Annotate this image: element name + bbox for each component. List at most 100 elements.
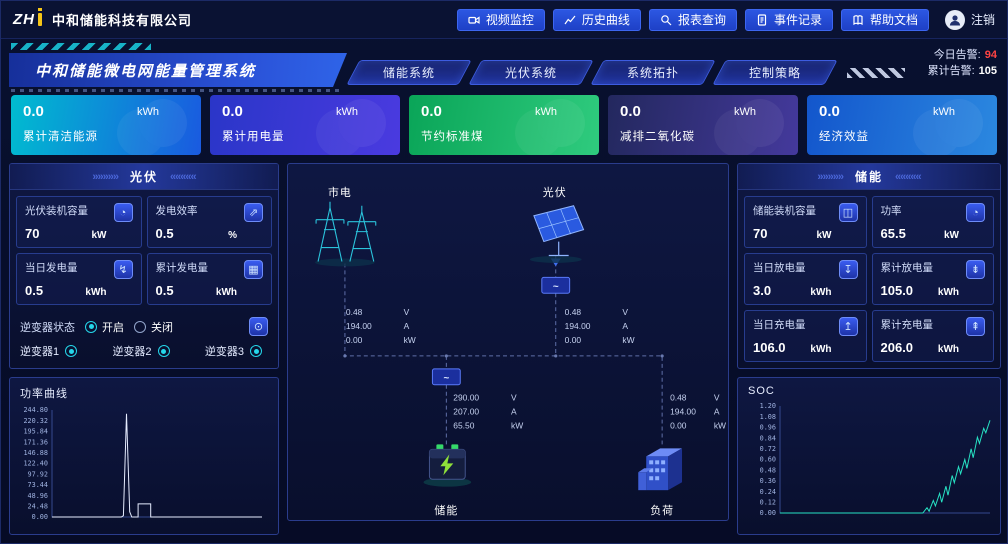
kpi-label: 经济效益 (819, 131, 869, 143)
svg-text:244.80: 244.80 (23, 406, 48, 414)
stat-unit: kWh (810, 344, 832, 355)
stat-unit: kW (816, 230, 832, 241)
svg-text:0.36: 0.36 (760, 477, 776, 485)
event-log-icon (757, 13, 767, 26)
kpi-label: 减排二氧化碳 (620, 131, 695, 143)
topbar-actions: 视频监控 历史曲线 报表查询 事件记录 帮助文档 (456, 8, 929, 31)
load-current: 194.00 (670, 407, 696, 417)
logout-button[interactable]: 注销 (970, 13, 995, 27)
kpi-unit: kWh (734, 105, 756, 118)
stat-unit: kWh (215, 287, 237, 298)
kpi-unit: kWh (535, 105, 557, 118)
svg-text:0.12: 0.12 (760, 499, 776, 507)
video-monitor-button[interactable]: 视频监控 (456, 8, 545, 31)
load-power: 0.00 (670, 421, 687, 431)
grid-power: 0.00 (346, 335, 363, 345)
stat-value: 0.5 (25, 283, 44, 298)
stat-label: 累计放电量 (880, 262, 934, 274)
storage-node-label: 储能 (434, 503, 458, 517)
deco-chevrons-left: »»»»» (92, 170, 119, 183)
inverter-off-radio[interactable]: 关闭 (134, 319, 173, 335)
deco-chevrons-right: ««««« (895, 170, 922, 183)
ac-symbol: ~ (443, 373, 449, 384)
company-logo: ZH (13, 8, 42, 28)
svg-text:48.96: 48.96 (28, 492, 48, 500)
inverter-label: 逆变器1 (20, 346, 60, 358)
icon-glyph: ⇗ (248, 207, 259, 219)
inverter-on-radio[interactable]: 开启 (85, 319, 124, 335)
tab-control-strategy[interactable]: 控制策略 (712, 60, 838, 85)
inverter-status-row: 逆变器状态 开启 关闭 ⊙ (10, 311, 278, 339)
kpi-unit: kWh (336, 105, 358, 118)
svg-text:171.36: 171.36 (23, 438, 48, 446)
grid-node-label: 市电 (328, 185, 352, 199)
report-query-button[interactable]: 报表查询 (648, 8, 737, 31)
kpi-label: 节约标准煤 (421, 131, 484, 143)
kpi-value: 0.0 (222, 103, 243, 120)
soc-chart: 1.201.080.960.840.720.600.480.360.240.12… (760, 402, 991, 517)
radio-label: 开启 (102, 321, 124, 334)
icon-glyph: ◔ (119, 206, 127, 219)
storage-inverter-icon: ~ (431, 368, 461, 386)
stat-label: 发电效率 (155, 205, 198, 217)
svg-text:220.32: 220.32 (23, 417, 48, 425)
tab-label: 光伏系统 (504, 66, 557, 80)
help-doc-button[interactable]: 帮助文档 (840, 8, 929, 31)
svg-text:195.84: 195.84 (23, 428, 48, 436)
stat-value: 0.5 (155, 226, 174, 241)
unit-v: V (511, 393, 517, 403)
pv-efficiency-cell: 发电效率⇗ 0.5% (146, 196, 272, 248)
inverter-status-label: 逆变器状态 (20, 321, 75, 334)
svg-text:0.60: 0.60 (760, 456, 776, 464)
pv-current: 194.00 (565, 321, 591, 331)
topology-wires (344, 255, 663, 445)
kpi-unit: kWh (933, 105, 955, 118)
icon-glyph: ⊙ (253, 321, 264, 333)
power-curve-title: 功率曲线 (20, 388, 68, 400)
user-icon (949, 14, 961, 25)
nav-tabs: 储能系统 光伏系统 系统拓扑 控制策略 (346, 60, 838, 85)
event-log-button[interactable]: 事件记录 (744, 8, 833, 31)
tab-system-topology[interactable]: 系统拓扑 (590, 60, 716, 85)
storage-power: 65.50 (453, 421, 474, 431)
charge-total-icon: ⇞ (966, 317, 985, 336)
unit-a: A (714, 407, 720, 417)
icon-glyph: ⇟ (970, 264, 981, 276)
company-name: 中和储能科技有限公司 (52, 13, 193, 28)
svg-text:122.40: 122.40 (23, 460, 48, 468)
unit-kw: kW (404, 335, 416, 345)
tab-label: 控制策略 (748, 66, 801, 80)
stat-value: 70 (753, 226, 768, 241)
storage-panel-title: 储能 (854, 170, 883, 184)
user-area: 注销 (944, 9, 995, 30)
stat-value: 65.5 (880, 226, 906, 241)
unit-v: V (714, 393, 720, 403)
svg-text:0.48: 0.48 (760, 466, 776, 474)
svg-text:0.00: 0.00 (32, 513, 48, 521)
tab-pv-system[interactable]: 光伏系统 (468, 60, 594, 85)
svg-text:73.44: 73.44 (28, 481, 48, 489)
stat-value: 206.0 (880, 340, 914, 355)
pv-panel-header: »»»»» 光伏 ««««« (10, 164, 278, 190)
stat-value: 105.0 (880, 283, 914, 298)
deco-hatch-right (847, 68, 905, 78)
tab-storage-system[interactable]: 储能系统 (346, 60, 472, 85)
history-curve-button[interactable]: 历史曲线 (552, 8, 641, 31)
unit-a: A (511, 407, 517, 417)
radio-label: 关闭 (151, 321, 173, 334)
battery-capacity-icon: ◫ (838, 203, 858, 222)
avatar[interactable] (944, 9, 965, 30)
button-label: 历史曲线 (581, 13, 630, 27)
button-label: 报表查询 (677, 13, 726, 27)
